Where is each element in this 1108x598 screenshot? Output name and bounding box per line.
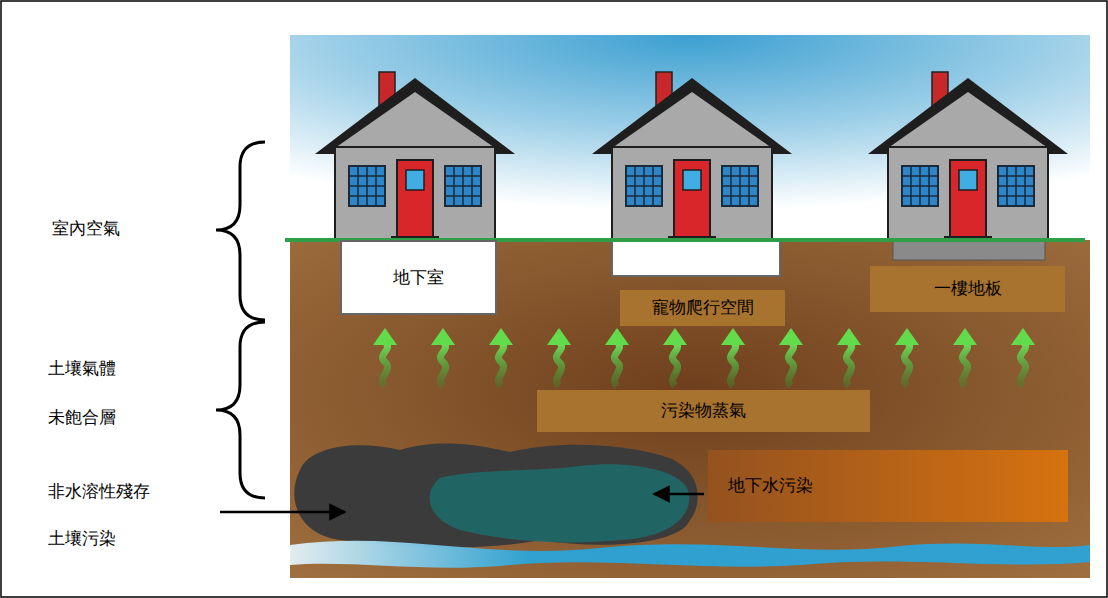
basement-box: 地下室	[340, 240, 497, 315]
groundwater-label: 地下水污染	[708, 450, 1068, 522]
layer-label: 土壤氣體	[48, 358, 116, 379]
residual-contamination	[294, 444, 697, 548]
house	[592, 72, 792, 240]
node-text: 寵物爬行空間	[652, 297, 754, 318]
ground	[290, 240, 1090, 578]
sky	[290, 35, 1090, 241]
floor-label: 一樓地板	[870, 266, 1065, 312]
vapor-arrows	[373, 328, 1035, 386]
bracket	[216, 142, 265, 320]
node-text: 一樓地板	[934, 278, 1002, 299]
node-text: 地下水污染	[728, 475, 813, 496]
bracket	[216, 322, 265, 498]
contamination-label: 土壤污染	[48, 528, 116, 549]
contamination-label: 非水溶性殘存	[48, 481, 150, 502]
leader-arrow	[220, 511, 345, 514]
leader-arrow	[654, 493, 704, 496]
house	[315, 72, 515, 240]
groundwater	[290, 541, 1090, 568]
crawl-space	[612, 240, 780, 276]
floor-slab	[893, 240, 1045, 260]
house	[868, 72, 1068, 240]
crawl-space-label: 寵物爬行空間	[620, 290, 785, 326]
vapor-label: 污染物蒸氣	[537, 390, 870, 432]
layer-label: 未飽合層	[48, 407, 116, 428]
layer-label: 室內空氣	[52, 218, 120, 239]
node-text: 地下室	[393, 267, 444, 288]
dissolved-plume	[430, 464, 690, 542]
node-text: 污染物蒸氣	[661, 400, 746, 421]
